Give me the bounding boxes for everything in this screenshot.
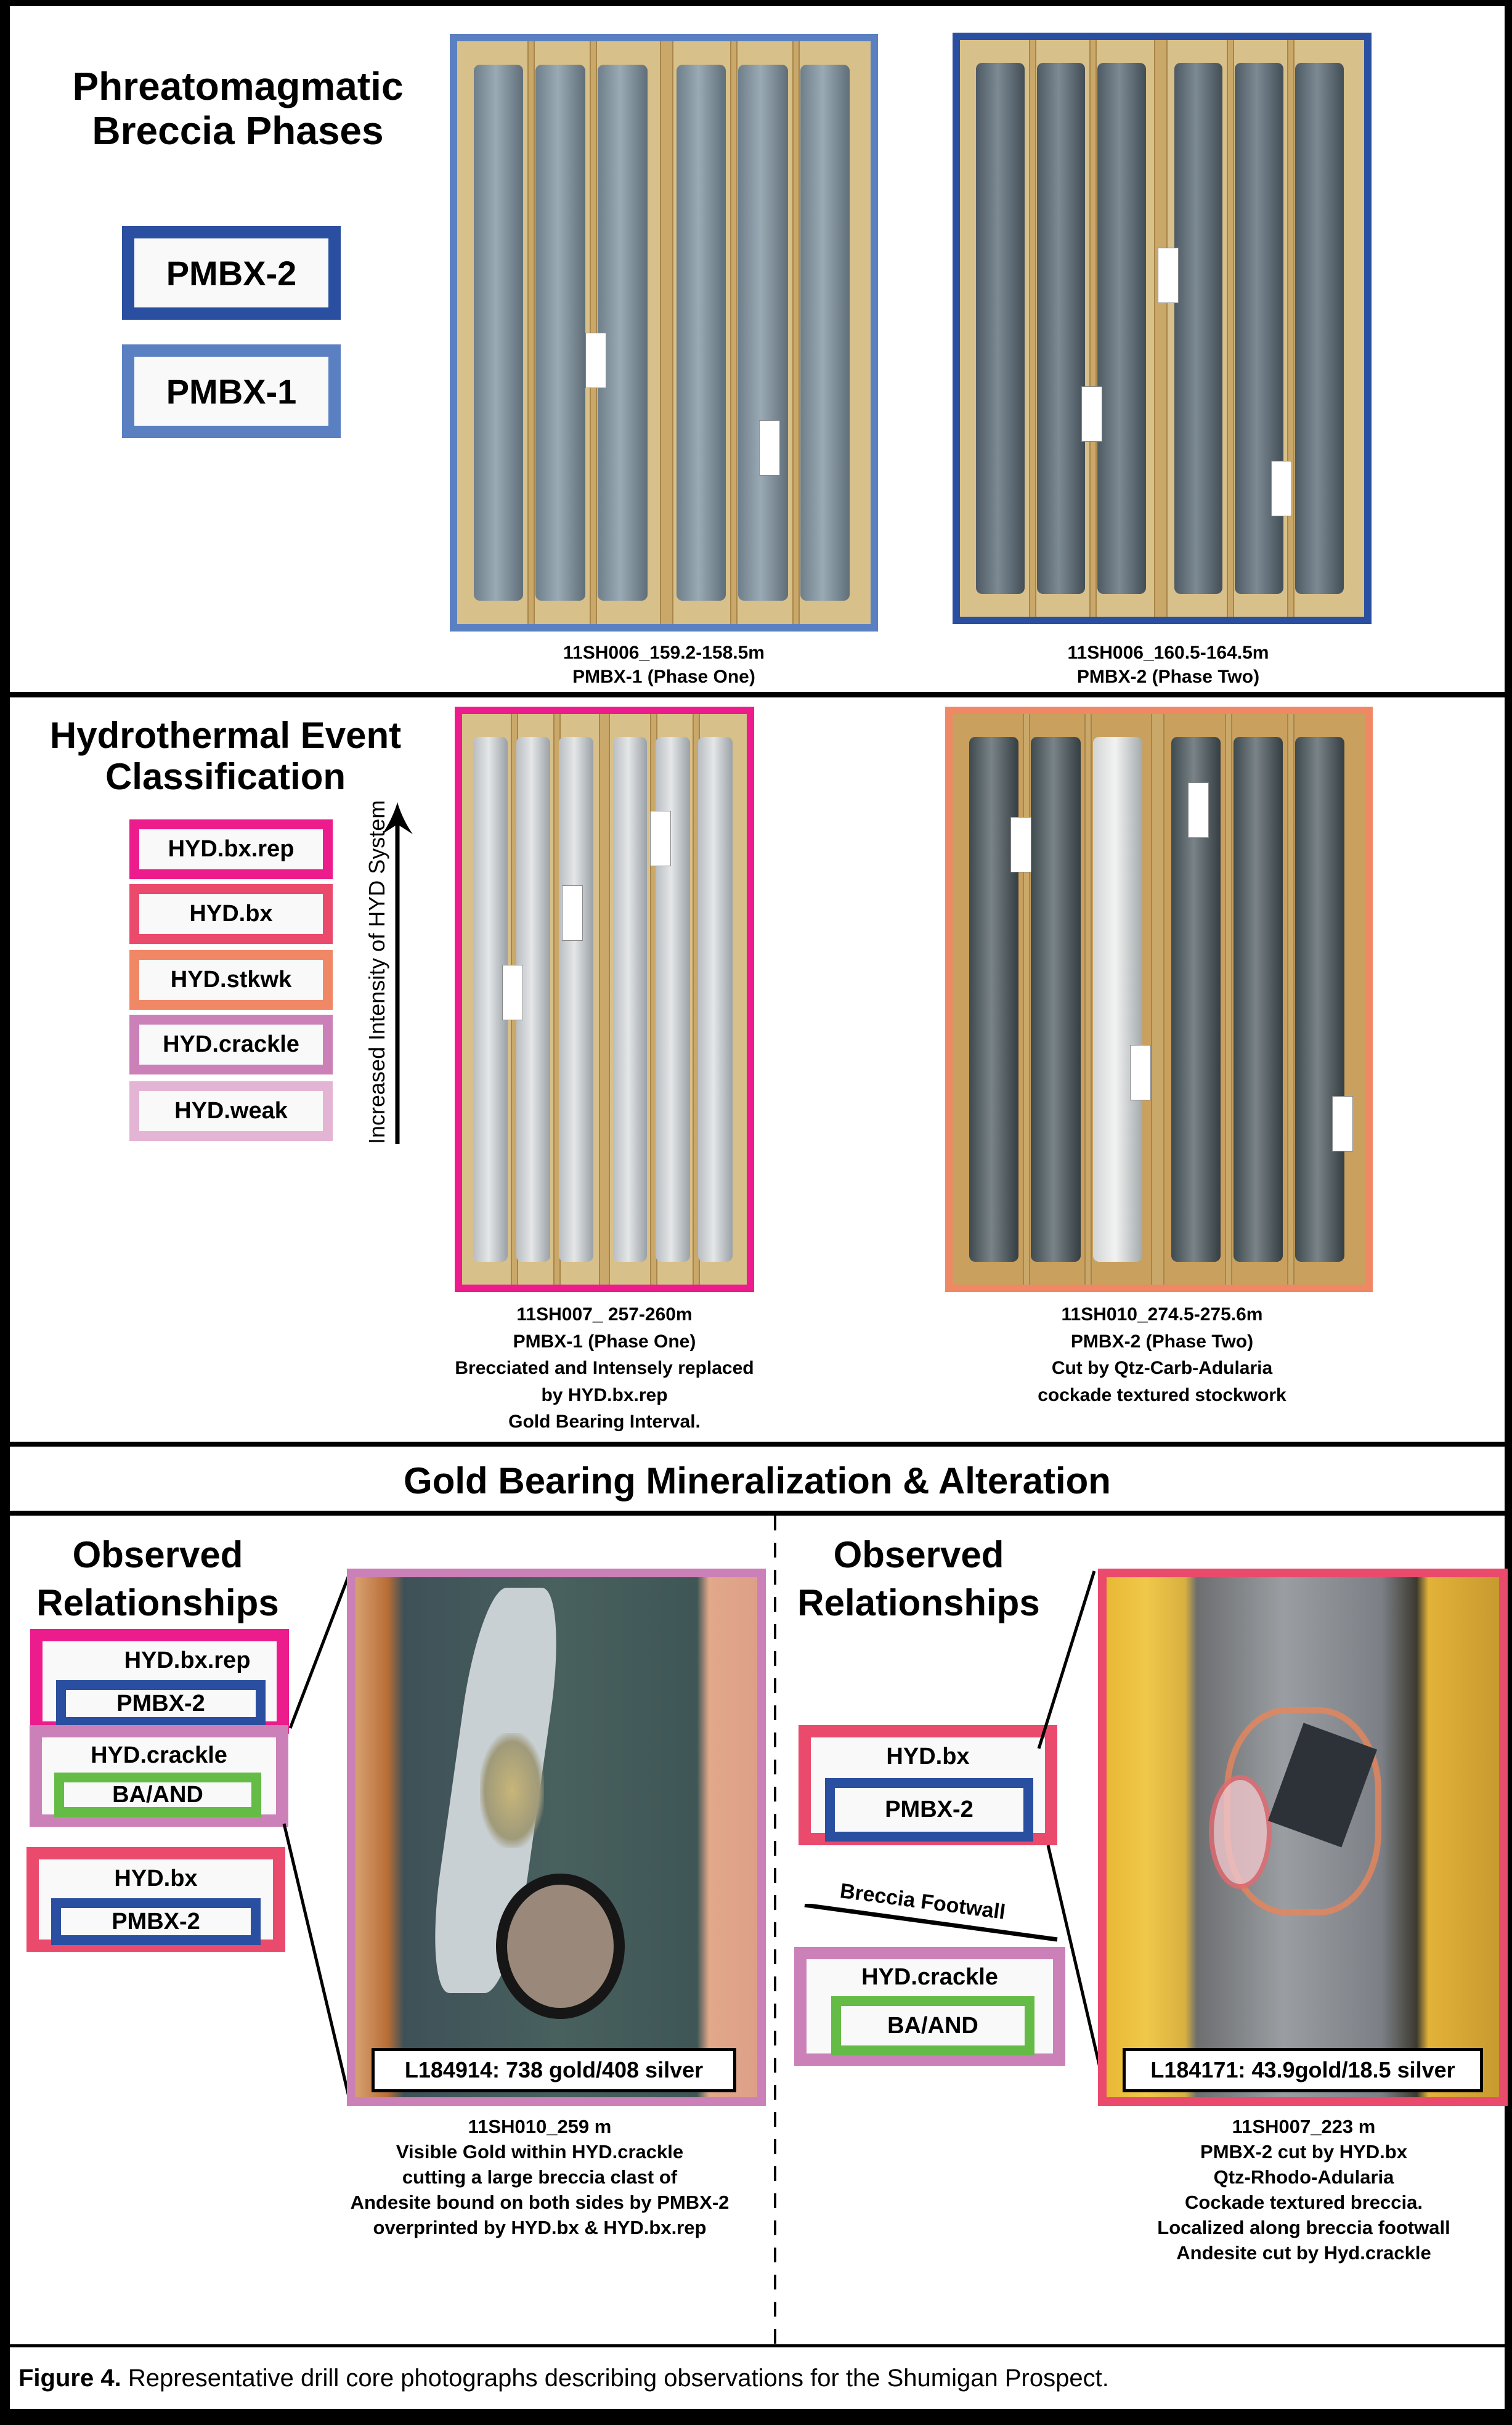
connector-lines <box>282 1572 352 2102</box>
legend-pmbx-1: PMBX-1 <box>122 344 341 438</box>
relationship-hyd-bx-rep-pmbx-2: HYD.bx.rep PMBX-2 <box>30 1629 289 1734</box>
breccia-footwall-line <box>804 1904 1058 1942</box>
relationship-hyd-crackle-ba-and-right: HYD.crackle BA/AND <box>794 1947 1065 2066</box>
section-gold-title-bar: Gold Bearing Mineralization & Alteration <box>10 1447 1505 1511</box>
core-photo-hyd-stkwk <box>945 707 1373 1292</box>
section-hydrothermal-classification: Hydrothermal Event Classification HYD.bx… <box>10 697 1505 1442</box>
figure-caption: Figure 4. Representative drill core phot… <box>10 2347 1505 2409</box>
legend-hyd-stkwk: HYD.stkwk <box>129 950 333 1010</box>
connector-lines-right <box>1037 1570 1110 2102</box>
intensity-axis-label: Increased Intensity of HYD System <box>364 800 389 1144</box>
photo-caption: 11SH006_159.2-158.5m PMBX-1 (Phase One) <box>563 643 765 687</box>
photo-caption: 11SH010_274.5-275.6m PMBX-2 (Phase Two) … <box>1038 1304 1286 1405</box>
section-breccia-phases: Phreatomagmatic Breccia Phases PMBX-2 PM… <box>10 6 1505 692</box>
visible-gold-photo: L184914: 738 gold/408 silver <box>347 1569 766 2106</box>
column-divider <box>774 1516 776 2344</box>
assay-label: L184914: 738 gold/408 silver <box>372 2048 736 2092</box>
legend-hyd-bx: HYD.bx <box>129 884 333 944</box>
section-title: Phreatomagmatic Breccia Phases <box>72 64 404 153</box>
legend-hyd-bx-rep: HYD.bx.rep <box>129 819 333 879</box>
photo-caption: 11SH007_223 m PMBX-2 cut by HYD.bx Qtz-R… <box>1157 2116 1450 2264</box>
relationship-hyd-bx-pmbx-2-right: HYD.bx PMBX-2 <box>799 1725 1057 1845</box>
assay-label: L184171: 43.9gold/18.5 silver <box>1123 2048 1483 2092</box>
section-title: Hydrothermal Event Classification <box>49 715 402 798</box>
photo-caption: 11SH010_259 m Visible Gold within HYD.cr… <box>350 2116 730 2238</box>
relationship-hyd-bx-pmbx-2: HYD.bx PMBX-2 <box>26 1847 285 1952</box>
hand-lens <box>496 1874 625 2020</box>
cockade-breccia-photo: L184171: 43.9gold/18.5 silver <box>1098 1569 1508 2106</box>
photo-caption: 11SH006_160.5-164.5m PMBX-2 (Phase Two) <box>1067 643 1269 687</box>
core-photo-pmbx-1 <box>450 34 878 632</box>
legend-hyd-crackle: HYD.crackle <box>129 1015 333 1074</box>
legend-hyd-weak: HYD.weak <box>129 1081 333 1141</box>
section-gold-mineralization: Observed Relationships HYD.bx.rep PMBX-2… <box>10 1516 1508 2344</box>
figure-label: Figure 4. <box>18 2365 121 2392</box>
figure-caption-text: Representative drill core photographs de… <box>121 2365 1109 2392</box>
core-photo-pmbx-2 <box>953 33 1372 624</box>
core-photo-hyd-bx-rep <box>455 707 754 1292</box>
section-title: Gold Bearing Mineralization & Alteration <box>404 1460 1111 1501</box>
intensity-arrow-icon <box>382 802 413 1144</box>
left-heading: Observed Relationships <box>36 1534 279 1623</box>
relationship-hyd-crackle-ba-and: HYD.crackle BA/AND <box>30 1725 288 1827</box>
photo-caption: 11SH007_ 257-260m PMBX-1 (Phase One) Bre… <box>455 1304 754 1432</box>
legend-pmbx-2: PMBX-2 <box>122 226 341 320</box>
right-heading: Observed Relationships <box>797 1534 1040 1623</box>
